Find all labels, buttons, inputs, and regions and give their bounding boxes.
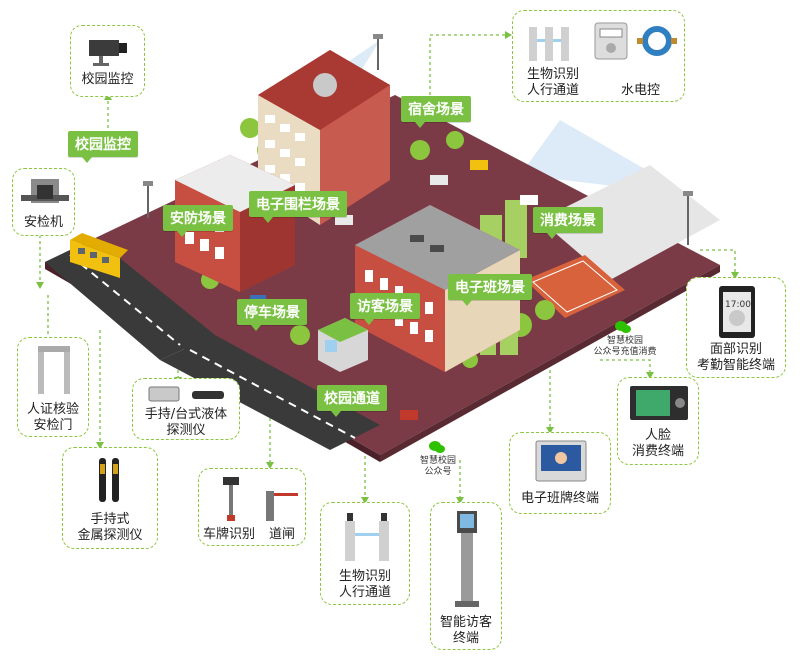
device-box-id-door: 人证核验 安检门	[17, 337, 89, 437]
scene-label-dorm: 宿舍场景	[401, 96, 471, 128]
device-caption: 生物识别 人行通道	[338, 569, 391, 600]
camera-pole-top	[373, 34, 383, 70]
liquid-detector-icon	[148, 386, 224, 402]
scene-label-campus-monitor: 校园监控	[68, 131, 138, 163]
device-box-class-terminal: 电子班牌终端	[509, 432, 611, 514]
handheld-metal-detector-icon	[99, 458, 119, 502]
xray-scanner-icon	[21, 179, 69, 203]
water-meter-icon	[637, 26, 677, 56]
guard-booth	[318, 318, 368, 372]
ground-edge-right	[380, 265, 720, 462]
electric-meter-icon	[594, 22, 628, 60]
metal-detector-door-icon	[38, 346, 70, 394]
device-box-campus-monitor: 校园监控	[70, 25, 145, 97]
scene-label-security: 安防场景	[163, 205, 233, 237]
device-box-visitor-kiosk: 智能访客 终端	[430, 502, 502, 650]
scene-label-class-board: 电子班场景	[448, 274, 532, 306]
connector-lines	[39, 34, 736, 500]
device-caption: 生物识别 人行通道	[526, 67, 579, 98]
barrier-gate-icon	[266, 491, 298, 521]
face-payment-terminal-icon	[630, 386, 688, 420]
road-markings	[69, 254, 356, 439]
device-caption: 车牌识别	[202, 527, 255, 542]
device-box-plate-barrier: 车牌识别 道闸	[198, 468, 306, 546]
school-bus	[70, 233, 128, 278]
camera-pole-left	[143, 181, 153, 218]
scene-label-visitor: 访客场景	[350, 293, 420, 325]
plate-recognition-camera-icon	[223, 477, 239, 521]
device-caption: 人脸 消费终端	[631, 428, 684, 459]
turnstile-gate-icon	[529, 27, 569, 61]
scene-label-passage: 校园通道	[317, 385, 387, 417]
visitor-kiosk-icon	[455, 511, 479, 607]
device-box-face-attendance: 17:00 面部识别 考勤智能终端	[686, 277, 786, 378]
scene-label-fence: 电子围栏场景	[249, 191, 347, 223]
device-caption: 手持/台式液体 探测仪	[144, 407, 228, 438]
device-box-xray: 安检机	[12, 168, 75, 236]
device-box-gate-water-power: 生物识别 人行通道 水电控	[512, 10, 685, 102]
device-caption: 面部识别 考勤智能终端	[696, 342, 775, 373]
device-box-face-pay: 人脸 消费终端	[617, 377, 699, 465]
turnstile-gate-icon	[345, 513, 389, 561]
device-caption: 人证核验 安检门	[26, 402, 79, 433]
device-caption: 电子班牌终端	[520, 491, 599, 506]
court-lines	[532, 260, 618, 313]
wechat-official-account-label: 智慧校园 公众号	[419, 456, 456, 477]
consumption-plaza	[540, 165, 720, 280]
device-caption: 道闸	[268, 527, 295, 542]
device-box-metal-detector: 手持式 金属探测仪	[62, 447, 158, 549]
device-box-gate-bottom: 生物识别 人行通道	[320, 502, 410, 605]
road-left	[45, 238, 215, 360]
device-box-liquid-detector: 手持/台式液体 探测仪	[132, 378, 240, 440]
device-caption: 安检机	[23, 215, 63, 230]
cctv-camera-icon	[89, 40, 127, 66]
wechat-icon	[429, 441, 445, 453]
wechat-icon	[615, 321, 631, 333]
device-caption: 手持式 金属探测仪	[77, 512, 143, 543]
device-caption: 智能访客 终端	[439, 615, 492, 646]
camera-pole-right	[683, 191, 693, 245]
wechat-recharge-label: 智慧校园 公众号充值消费	[593, 336, 657, 357]
device-caption: 水电控	[620, 83, 660, 98]
scene-label-parking: 停车场景	[237, 299, 307, 331]
scene-label-consume: 消费场景	[533, 207, 603, 239]
attendance-screen-time: 17:00	[725, 300, 751, 310]
class-board-terminal-icon	[535, 440, 587, 482]
dormitory-building	[258, 50, 390, 225]
device-caption: 校园监控	[81, 72, 134, 87]
face-attendance-terminal-icon	[719, 286, 755, 338]
